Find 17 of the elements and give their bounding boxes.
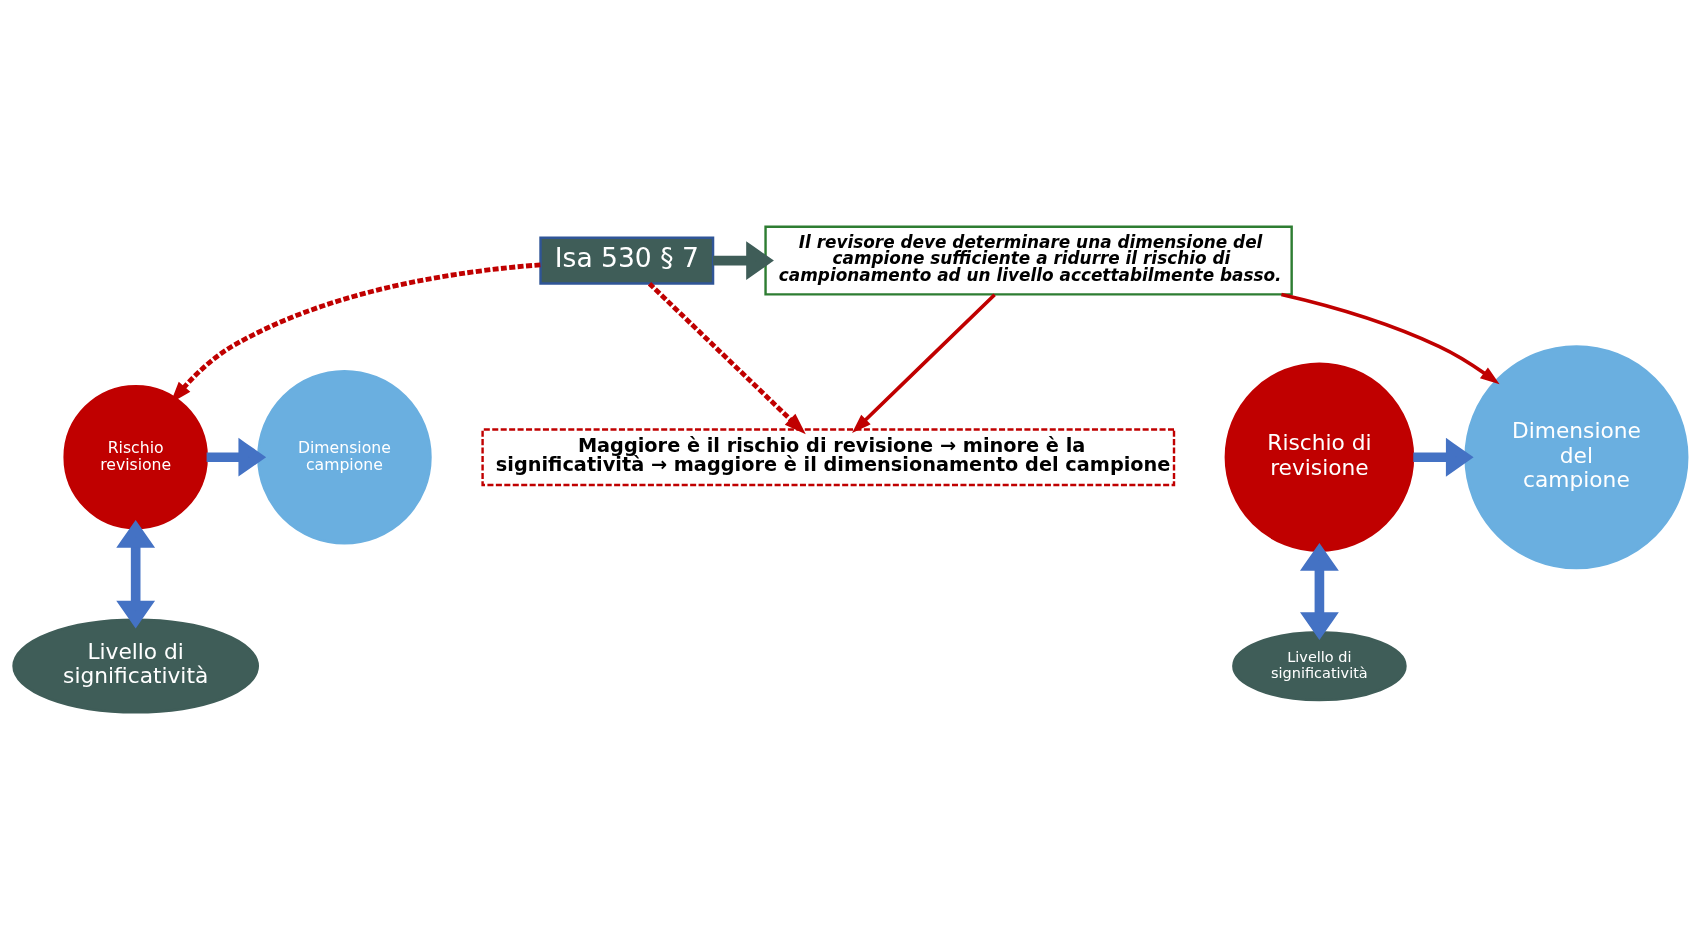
node-box: Maggiore è il rischio di revisione → minore è la significatività → maggiore è il dimensionamento del campione xyxy=(481,428,1176,487)
node-circle: Rischio revisione xyxy=(63,384,208,530)
arrow xyxy=(116,519,156,629)
arrow xyxy=(1281,292,1500,385)
node-ellipse: Livello di significatività xyxy=(1232,631,1407,702)
arrow xyxy=(1413,437,1474,477)
arrow xyxy=(713,241,774,280)
node-box: Il revisore deve determinare una dimensione del campione sufficiente a ridurre il rischio di campionamento ad un livello accettabilmente basso. xyxy=(764,225,1293,296)
node-circle: Dimensione campione xyxy=(257,369,432,545)
node-circle: Rischio di revisione xyxy=(1224,362,1415,552)
node-circle: Dimensione del campione xyxy=(1464,345,1689,570)
arrow xyxy=(206,437,267,477)
arrow xyxy=(647,282,806,435)
arrow xyxy=(1300,542,1339,641)
node-ellipse: Livello di significatività xyxy=(12,618,260,714)
node-box: Isa 530 § 7 xyxy=(539,236,715,285)
arrow xyxy=(852,293,996,433)
